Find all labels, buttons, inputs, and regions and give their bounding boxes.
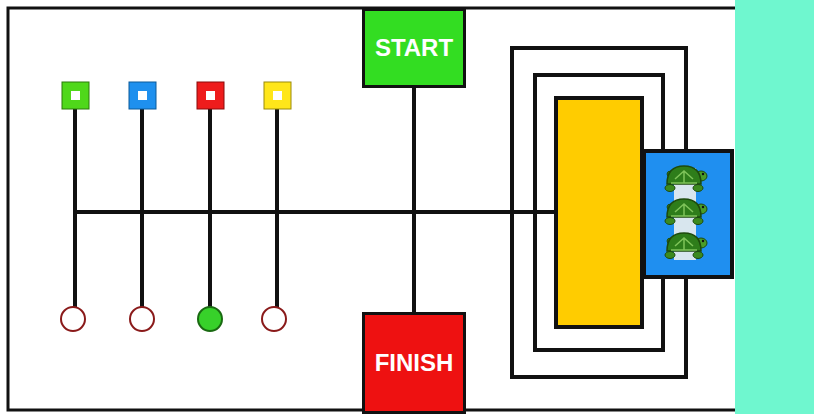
color-keys xyxy=(62,82,291,109)
start-box: START xyxy=(362,8,466,88)
switch-posts xyxy=(75,95,277,318)
node-label: FINISH xyxy=(375,349,454,377)
gate-block xyxy=(556,98,642,327)
finish-box: FINISH xyxy=(362,312,466,414)
water-band xyxy=(735,0,814,414)
turtles xyxy=(665,166,707,259)
turtle-pen xyxy=(644,151,732,277)
track-line xyxy=(75,210,556,214)
board-frame xyxy=(8,8,814,410)
node-label: START xyxy=(375,34,453,62)
track-connector xyxy=(412,88,416,312)
switch-circles xyxy=(61,307,286,331)
